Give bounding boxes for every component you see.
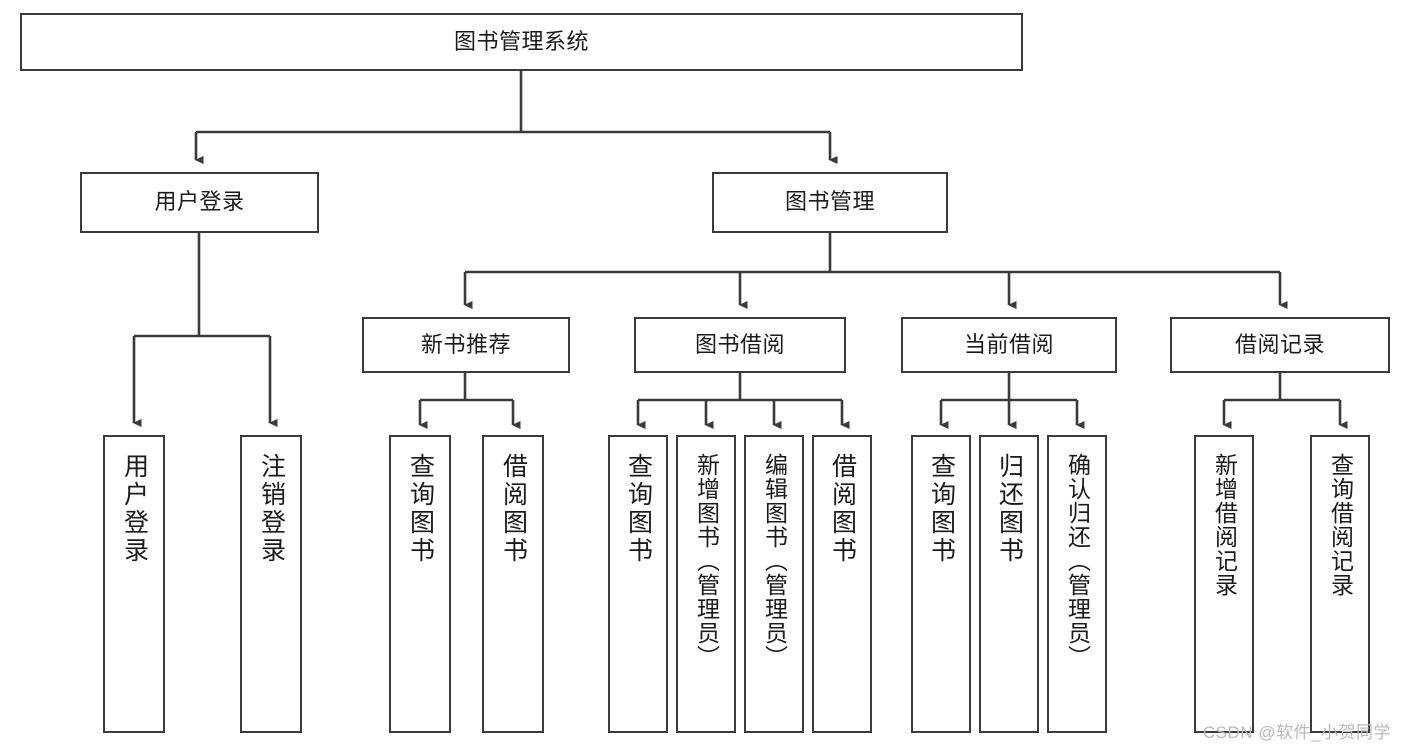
node-label: 归还图书 xyxy=(995,453,1024,565)
node-root-book-management-system[interactable]: 图书管理系统 xyxy=(20,13,1023,71)
node-current-borrow[interactable]: 当前借阅 xyxy=(901,317,1117,373)
node-user-login[interactable]: 用户登录 xyxy=(80,172,319,233)
leaf-query-books-current[interactable]: 查询图书 xyxy=(911,435,971,733)
node-label: 当前借阅 xyxy=(963,331,1054,357)
leaf-user-login[interactable]: 用户登录 xyxy=(103,435,165,733)
csdn-watermark: CSDN @软件_小贺同学 xyxy=(1202,723,1391,742)
leaf-return-books[interactable]: 归还图书 xyxy=(979,435,1039,733)
node-label: 图书管理系统 xyxy=(453,28,589,54)
node-label: 确认归还（管理员） xyxy=(1064,453,1091,669)
leaf-logout[interactable]: 注销登录 xyxy=(240,435,302,733)
leaf-add-borrow-record[interactable]: 新增借阅记录 xyxy=(1194,435,1254,733)
leaf-confirm-return-admin[interactable]: 确认归还（管理员） xyxy=(1047,435,1107,733)
node-label: 用户登录 xyxy=(120,453,149,565)
node-label: 编辑图书（管理员） xyxy=(761,453,788,669)
node-new-book-recommend[interactable]: 新书推荐 xyxy=(362,317,570,373)
node-label: 查询图书 xyxy=(406,453,435,565)
leaf-query-borrow-record[interactable]: 查询借阅记录 xyxy=(1310,435,1370,733)
node-label: 查询图书 xyxy=(624,453,653,565)
node-book-borrow[interactable]: 图书借阅 xyxy=(634,317,846,373)
node-label: 新增图书（管理员） xyxy=(693,453,720,669)
node-book-management[interactable]: 图书管理 xyxy=(712,172,948,233)
node-label: 新增借阅记录 xyxy=(1211,453,1238,597)
leaf-borrow-books[interactable]: 借阅图书 xyxy=(812,435,872,733)
node-borrow-records[interactable]: 借阅记录 xyxy=(1170,317,1390,373)
node-label: 借阅图书 xyxy=(499,453,528,565)
node-label: 图书借阅 xyxy=(694,331,785,357)
node-label: 图书管理 xyxy=(784,189,875,215)
leaf-borrow-books-recommend[interactable]: 借阅图书 xyxy=(482,435,544,733)
node-label: 注销登录 xyxy=(257,453,286,565)
node-label: 查询借阅记录 xyxy=(1327,453,1354,597)
node-label: 借阅图书 xyxy=(828,453,857,565)
leaf-query-books-borrow[interactable]: 查询图书 xyxy=(608,435,668,733)
node-label: 用户登录 xyxy=(154,189,245,215)
leaf-query-books-recommend[interactable]: 查询图书 xyxy=(389,435,451,733)
node-label: 新书推荐 xyxy=(420,331,511,357)
leaf-edit-book-admin[interactable]: 编辑图书（管理员） xyxy=(744,435,804,733)
node-label: 借阅记录 xyxy=(1234,331,1325,357)
node-label: 查询图书 xyxy=(927,453,956,565)
leaf-add-book-admin[interactable]: 新增图书（管理员） xyxy=(676,435,736,733)
